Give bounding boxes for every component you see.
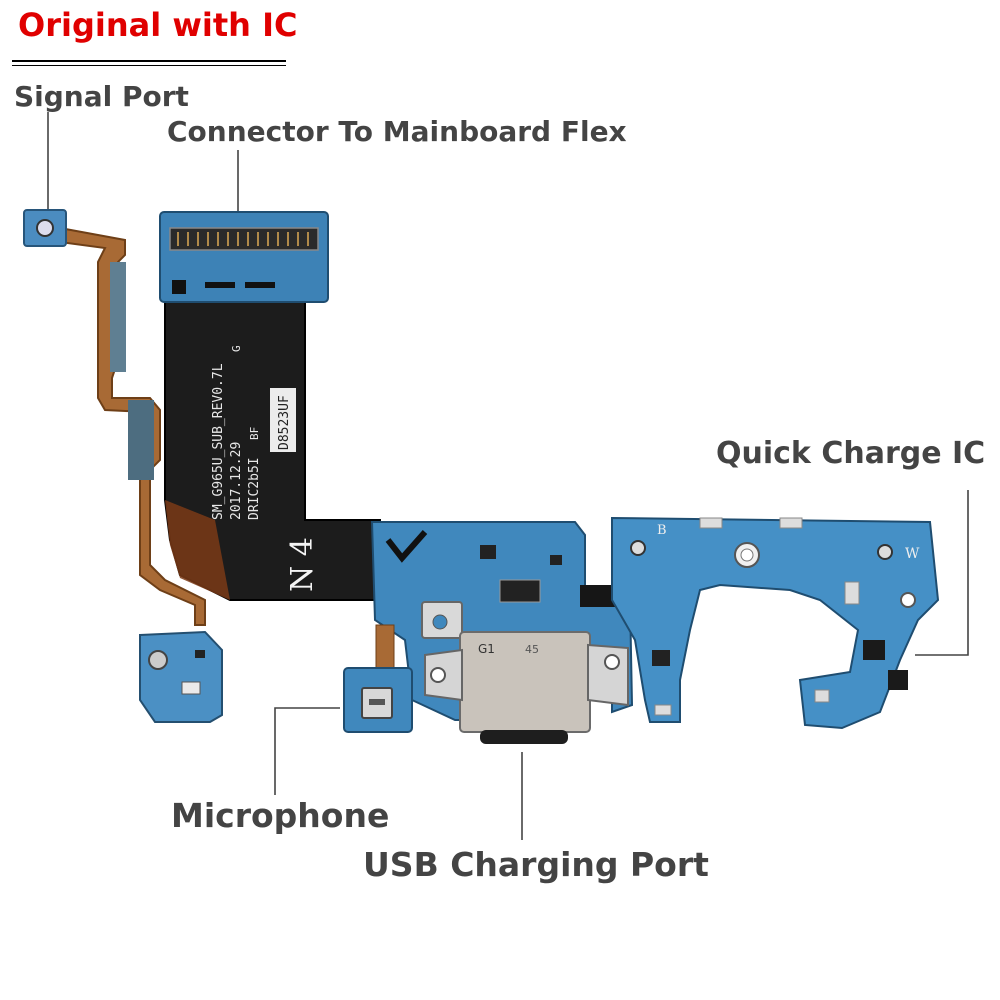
qc-chip-2 [863,640,885,660]
microphone-part [343,624,413,733]
flex-marker-text: N 4 [285,537,320,592]
usb-g1-text: G1 [478,642,495,656]
quick-charge-ic-chip [888,670,908,690]
leader-lines [47,112,969,840]
title-banner: Original with IC [18,6,298,44]
quick-charge-board: B W [580,516,940,730]
serial-label [270,388,296,452]
main-flex: SM_G965U_SUB_REV0.7L 2017.12.29 DRIC2b5I… [164,299,381,601]
flex-print: SM_G965U_SUB_REV0.7L 2017.12.29 DRIC2b5I… [211,345,262,520]
flex-model-text: SM_G965U_SUB_REV0.7L [211,363,226,520]
signal-flex [23,209,206,626]
label-connector: Connector To Mainboard Flex [167,115,627,148]
flex-date-text: 2017.12.29 [229,442,244,520]
serial-text: D8523UF [277,395,292,450]
flex-code-text: DRIC2b5I [247,457,262,520]
label-quick-charge-ic: Quick Charge IC [716,436,986,471]
signal-port-connector [36,219,54,237]
connector-pins [177,232,309,246]
flex-tag-text: BF [248,427,261,440]
mainboard-connector [159,211,329,303]
usb-c-opening [480,730,568,744]
label-usb-charging-port: USB Charging Port [363,845,709,884]
usb-mark-text: 45 [525,643,539,656]
flex-g-text: G [230,345,243,352]
pad-w-text: W [905,546,920,562]
title-underline [12,60,286,62]
antenna-board [139,630,223,723]
qc-chip-1 [652,650,670,666]
leader-quick-charge [915,490,969,656]
leader-microphone [274,707,340,795]
label-microphone: Microphone [171,796,390,835]
title-underline-thin [12,65,286,66]
label-signal-port: Signal Port [14,80,189,113]
pad-b-text: B [657,523,667,538]
usb-board: G1 45 [370,521,634,744]
